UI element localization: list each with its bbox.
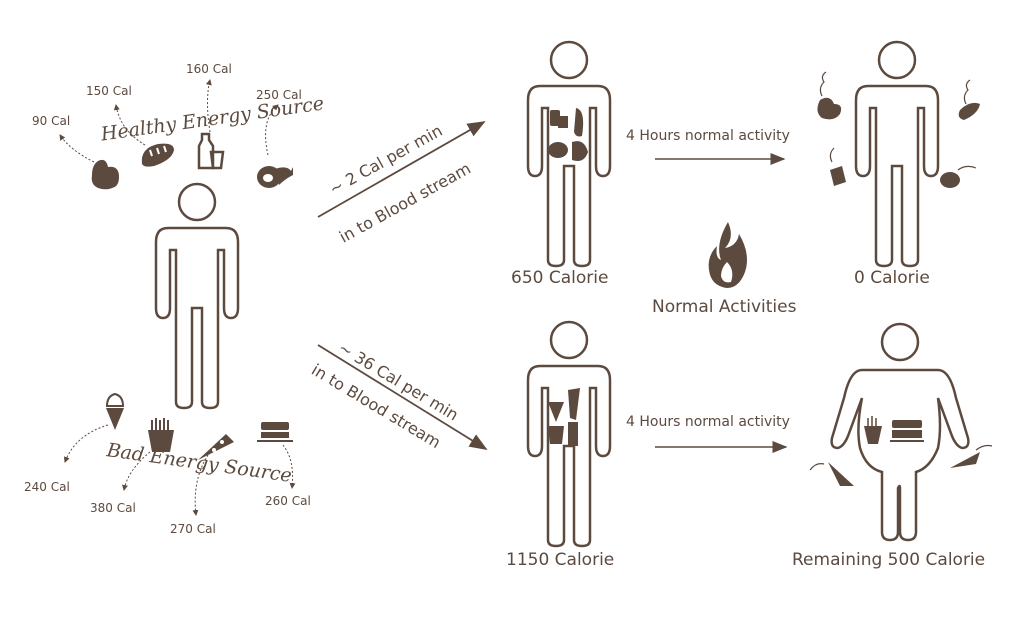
person-figure-center — [154, 182, 240, 410]
avocado-icon — [91, 159, 120, 190]
fire-icon — [708, 222, 747, 288]
activity-label-top: 4 Hours normal activity — [626, 128, 790, 144]
person-figure-650 — [526, 40, 612, 268]
ice-cream-icon — [105, 392, 125, 430]
fries-icon — [148, 418, 174, 452]
normal-activities-label: Normal Activities — [652, 297, 797, 317]
calorie-label-ham: 250 Cal — [256, 88, 302, 102]
calorie-label-bread: 150 Cal — [86, 84, 132, 98]
calorie-label-milk: 160 Cal — [186, 62, 232, 76]
burning-bad-foods — [809, 444, 993, 486]
pizza-icon — [198, 434, 234, 460]
calorie-label-pizza: 270 Cal — [170, 522, 216, 536]
person-figure-0 — [854, 40, 940, 268]
calorie-total-1150: 1150 Calorie — [506, 550, 615, 570]
calorie-total-650: 650 Calorie — [511, 268, 609, 288]
burning-foods — [817, 71, 980, 188]
calorie-label-ice-cream: 240 Cal — [24, 480, 70, 494]
calorie-total-0: 0 Calorie — [854, 268, 930, 288]
healthy-calorie-arrows — [59, 79, 279, 163]
calorie-label-avocado: 90 Cal — [32, 114, 71, 128]
activity-label-bottom: 4 Hours normal activity — [626, 414, 790, 430]
ham-icon — [257, 166, 293, 188]
bad-calorie-arrows — [63, 424, 296, 516]
calorie-label-cake: 260 Cal — [265, 494, 311, 508]
calorie-label-fries: 380 Cal — [90, 501, 136, 515]
calorie-total-remaining: Remaining 500 Calorie — [792, 550, 986, 570]
person-figure-1150 — [526, 320, 612, 548]
cake-icon — [257, 422, 293, 442]
person-figure-overweight — [830, 322, 970, 542]
milk-icon — [197, 132, 225, 170]
bread-icon — [141, 143, 174, 167]
